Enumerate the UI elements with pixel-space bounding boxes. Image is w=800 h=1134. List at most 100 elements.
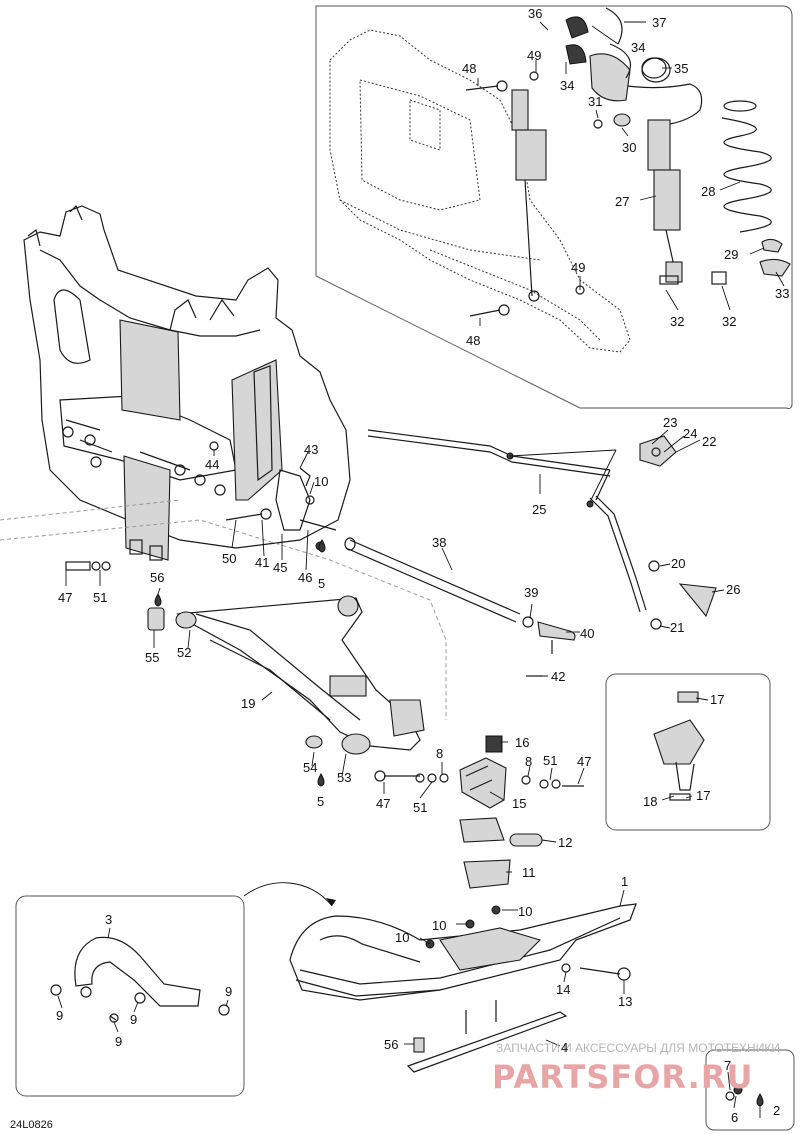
callout-label: 51 <box>543 753 557 768</box>
callout-label: 35 <box>674 61 688 76</box>
callout-label: 49 <box>527 48 541 63</box>
shock-absorber-exploded <box>589 53 703 283</box>
callout-label: 31 <box>588 94 602 109</box>
tie-rod <box>344 537 576 654</box>
callout-label: 51 <box>413 800 427 815</box>
callout-label: 50 <box>222 551 236 566</box>
watermark-logo: PARTSFOR.RU <box>492 1058 753 1096</box>
callout-label: 39 <box>524 585 538 600</box>
callout-label: 47 <box>376 796 390 811</box>
callout-label: 14 <box>556 982 570 997</box>
watermark-tagline: ЗАПЧАСТИ И АКСЕССУАРЫ ДЛЯ МОТОТЕХНИКИ <box>496 1041 780 1055</box>
callout-label: 51 <box>93 590 107 605</box>
callout-label: 5 <box>317 794 324 809</box>
callout-label: 21 <box>670 620 684 635</box>
callout-label: 43 <box>304 442 318 457</box>
arrow-head-icon <box>326 898 336 906</box>
frame-assembly <box>23 204 351 561</box>
callout-label: 30 <box>622 140 636 155</box>
callout-label: 54 <box>303 760 317 775</box>
shock-clamp-pair <box>565 7 631 79</box>
callout-label: 24 <box>683 426 697 441</box>
shock-absorber-inset-panel <box>315 5 793 409</box>
callout-label: 41 <box>255 555 269 570</box>
callout-label: 53 <box>337 770 351 785</box>
callout-label: 10 <box>518 904 532 919</box>
ski-runner <box>406 1000 568 1073</box>
callout-label: 19 <box>241 696 255 711</box>
callout-label: 49 <box>571 260 585 275</box>
ski <box>289 903 637 1001</box>
inset-transition-arrow <box>243 882 333 907</box>
shock-bolts <box>465 57 671 317</box>
callout-label: 1 <box>621 874 628 889</box>
callout-label: 9 <box>56 1008 63 1023</box>
callout-label: 3 <box>105 912 112 927</box>
a-arm-bushings <box>65 561 323 749</box>
leader-lines <box>57 21 785 1118</box>
callout-label: 7 <box>724 1058 731 1073</box>
callout-label: 17 <box>696 788 710 803</box>
ski-handle-drawing <box>50 936 230 1023</box>
callout-label: 38 <box>432 535 446 550</box>
ski-position-guide-outline <box>0 499 447 720</box>
a-arm <box>175 595 425 755</box>
coil-spring <box>721 100 772 233</box>
callout-label: 17 <box>710 692 724 707</box>
diagram-code: 24L0826 <box>10 1119 53 1131</box>
callout-label: 4 <box>561 1040 568 1055</box>
callout-label: 42 <box>551 669 565 684</box>
callout-label: 10 <box>432 918 446 933</box>
ski-runner-hardware-inset-panel <box>705 1049 795 1131</box>
spring-seat-parts <box>659 238 791 285</box>
callout-label: 9 <box>115 1034 122 1049</box>
callout-label: 9 <box>225 984 232 999</box>
callout-label: 16 <box>515 735 529 750</box>
callout-label: 55 <box>145 650 159 665</box>
steering-rod <box>367 429 647 613</box>
callout-labels: 36 37 34 34 35 49 48 31 30 27 28 29 33 4… <box>56 6 789 1125</box>
callout-label: 48 <box>466 333 480 348</box>
runner-hardware-drawing <box>725 1085 764 1107</box>
frame-side-hardware <box>209 441 337 551</box>
callout-label: 25 <box>532 502 546 517</box>
callout-label: 8 <box>525 754 532 769</box>
callout-label: 52 <box>177 645 191 660</box>
callout-label: 37 <box>652 15 666 30</box>
callout-label: 23 <box>663 415 677 430</box>
callout-label: 9 <box>130 1012 137 1027</box>
callout-label: 12 <box>558 835 572 850</box>
callout-label: 27 <box>615 194 629 209</box>
callout-label: 34 <box>631 40 645 55</box>
callout-label: 22 <box>702 434 716 449</box>
callout-label: 8 <box>436 746 443 761</box>
ski-handle-inset-panel <box>15 895 245 1097</box>
callout-label: 33 <box>775 286 789 301</box>
spindle-assembly <box>374 675 584 889</box>
callout-label: 10 <box>314 474 328 489</box>
callout-label: 26 <box>726 582 740 597</box>
callout-label: 32 <box>722 314 736 329</box>
callout-label: 6 <box>731 1110 738 1125</box>
callout-label: 11 <box>522 865 536 880</box>
callout-label: 10 <box>395 930 409 945</box>
grease-fittings <box>154 539 326 787</box>
callout-label: 56 <box>150 570 164 585</box>
spindle-detail-inset-panel <box>605 673 771 831</box>
callout-label: 48 <box>462 61 476 76</box>
callout-label: 47 <box>58 590 72 605</box>
callout-label: 56 <box>384 1037 398 1052</box>
callout-label: 15 <box>512 796 526 811</box>
callout-label: 47 <box>577 754 591 769</box>
callout-label: 13 <box>618 994 632 1009</box>
callout-label: 20 <box>671 556 685 571</box>
shock-inset-frame-dotted <box>329 29 631 353</box>
callout-label: 2 <box>773 1103 780 1118</box>
callout-label: 29 <box>724 247 738 262</box>
steering-bracket-parts <box>639 435 717 630</box>
spindle-detail-drawing <box>653 691 705 801</box>
callout-label: 5 <box>318 576 325 591</box>
shock-absorber-installed <box>511 89 547 302</box>
callout-label: 40 <box>580 626 594 641</box>
